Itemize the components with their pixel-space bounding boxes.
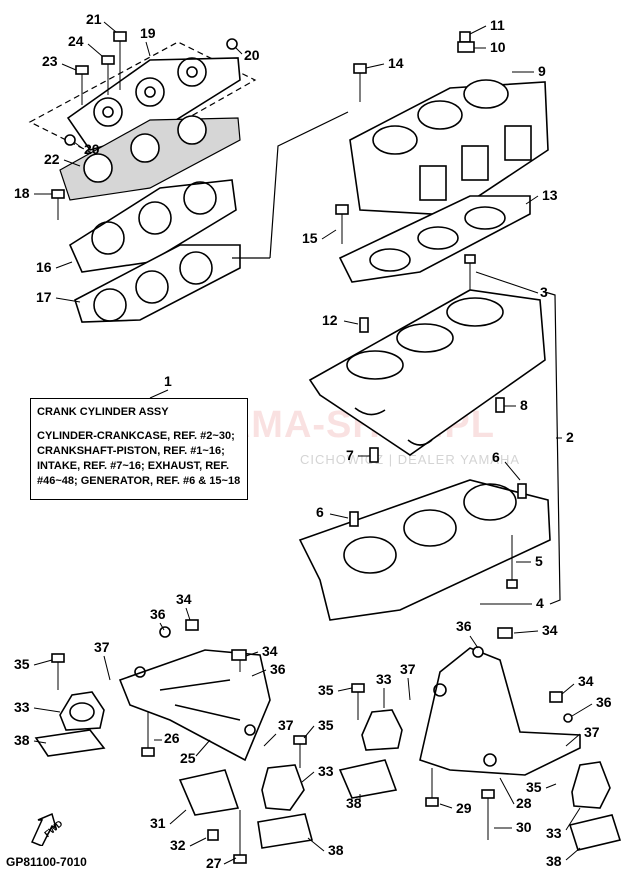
callout-22: 22	[44, 151, 60, 167]
cylinder-head	[68, 179, 237, 273]
callout-33-d: 33	[546, 825, 562, 841]
callout-36-a: 36	[150, 606, 166, 622]
callout-6-right: 6	[492, 449, 500, 465]
rubber-mount-center	[361, 709, 403, 751]
engine-mount-right	[419, 647, 581, 776]
callout-29: 29	[456, 800, 472, 816]
callout-24: 24	[68, 33, 84, 49]
callout-37-c: 37	[400, 661, 416, 677]
callout-36-c: 36	[456, 618, 472, 634]
callout-11: 11	[490, 17, 505, 33]
rubber-mount-left	[59, 691, 105, 731]
callout-33-a: 33	[14, 699, 30, 715]
head-cover	[66, 57, 241, 151]
callout-1: 1	[164, 373, 172, 389]
callout-33-c: 33	[376, 671, 392, 687]
head-gasket-17	[74, 244, 241, 323]
callout-34-c: 34	[542, 622, 558, 638]
dashed-group-box	[28, 41, 257, 163]
callout-16: 16	[36, 259, 52, 275]
callout-8: 8	[520, 397, 528, 413]
callout-34-b: 34	[262, 643, 278, 659]
callout-27: 27	[206, 855, 222, 871]
callout-14: 14	[388, 55, 404, 71]
callout-20-top: 20	[244, 47, 260, 63]
callout-37-b: 37	[278, 717, 294, 733]
callout-35-d: 35	[526, 779, 542, 795]
callout-34-d: 34	[578, 673, 594, 689]
callout-36-d: 36	[596, 694, 612, 710]
callout-5: 5	[535, 553, 543, 569]
assembly-note-box: CRANK CYLINDER ASSY CYLINDER-CRANKCASE, …	[30, 398, 248, 500]
callout-7: 7	[346, 447, 354, 463]
callout-33-b: 33	[318, 763, 334, 779]
callout-38-d: 38	[546, 853, 562, 869]
callout-3: 3	[540, 284, 548, 300]
callout-37-d: 37	[584, 724, 600, 740]
upper-crankcase	[308, 289, 546, 456]
watermark-subtitle: CICHOWICZ | DEALER YAMAHA	[300, 452, 521, 467]
callout-38-c: 38	[346, 795, 362, 811]
head-cover-group	[28, 41, 257, 163]
callout-26: 26	[164, 730, 180, 746]
callout-34-a: 34	[176, 591, 192, 607]
callout-36-b: 36	[270, 661, 286, 677]
callout-35-c: 35	[318, 682, 334, 698]
assembly-description: CYLINDER-CRANKCASE, REF. #2~30; CRANKSHA…	[37, 430, 241, 487]
callout-6-left: 6	[316, 504, 324, 520]
callout-4: 4	[536, 595, 544, 611]
callout-38-b: 38	[328, 842, 344, 858]
callout-10: 10	[490, 39, 506, 55]
shim-plate-right	[568, 814, 622, 851]
rubber-mount-right	[571, 761, 611, 809]
callout-2: 2	[566, 429, 574, 445]
callout-19: 19	[140, 25, 156, 41]
shim-plate-bottom	[257, 813, 314, 849]
callout-35-b: 35	[318, 717, 334, 733]
shim-plate-center	[338, 759, 398, 799]
callout-38-a: 38	[14, 732, 30, 748]
cylinder-block	[349, 79, 549, 216]
cylinder-gasket-13	[338, 195, 531, 283]
callout-12: 12	[322, 312, 338, 328]
assembly-title: CRANK CYLINDER ASSY	[37, 406, 169, 418]
callout-labels: 1 2 3 4 5 6 6 7 8 9 10 11 12 13 14 15 16…	[14, 11, 612, 871]
bolts-head	[51, 31, 238, 220]
callout-23: 23	[42, 53, 58, 69]
figure-code: GP81100-7010	[6, 855, 87, 869]
callout-9: 9	[538, 63, 546, 79]
callout-35-a: 35	[14, 656, 30, 672]
callout-30: 30	[516, 819, 532, 835]
callout-28: 28	[516, 795, 532, 811]
callout-13: 13	[542, 187, 558, 203]
lower-crankcase	[298, 479, 551, 621]
callout-17: 17	[36, 289, 52, 305]
shim-plate-left	[34, 729, 106, 757]
callout-21: 21	[86, 11, 102, 27]
callout-15: 15	[302, 230, 318, 246]
callout-20-bottom: 20	[84, 141, 100, 157]
callout-37-a: 37	[94, 639, 110, 655]
callout-32: 32	[170, 837, 186, 853]
mount-31	[178, 769, 240, 816]
fwd-arrow-icon: FWD	[30, 812, 65, 846]
callout-18: 18	[14, 185, 30, 201]
callout-31: 31	[150, 815, 166, 831]
engine-mount-left	[118, 649, 271, 762]
rubber-mount-center-left	[261, 764, 305, 811]
callout-25: 25	[180, 750, 196, 766]
